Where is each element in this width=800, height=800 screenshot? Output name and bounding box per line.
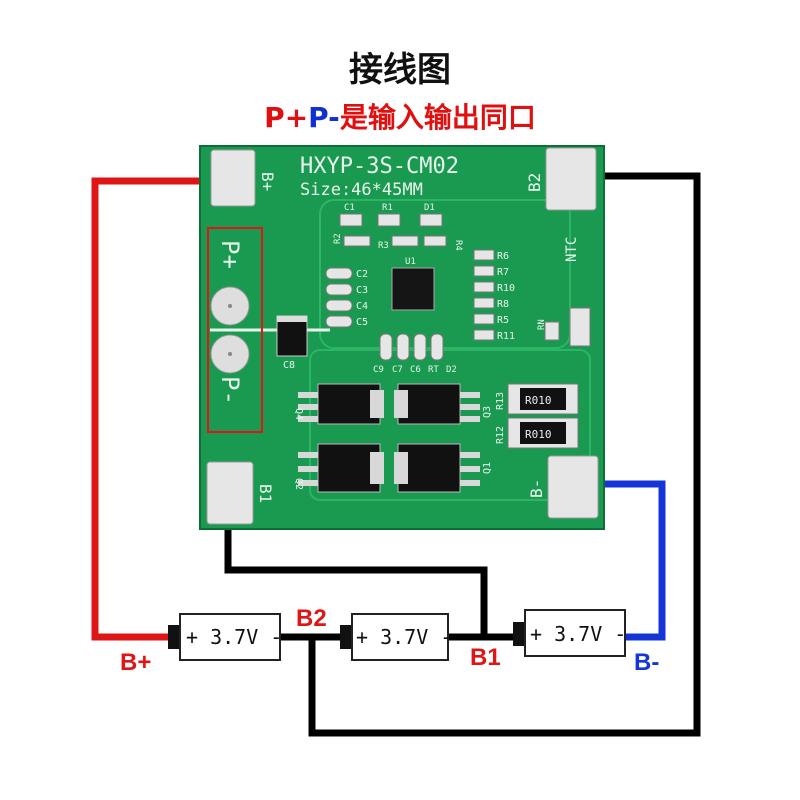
battery-cell-1: + 3.7V -	[168, 613, 282, 661]
battery-cell-2: + 3.7V -	[340, 613, 452, 661]
label-q3: Q3	[482, 406, 493, 418]
mosfet-q3	[394, 383, 480, 425]
label-c4: C4	[356, 301, 368, 312]
label-rn: RN	[537, 319, 547, 330]
label-c6: RT	[428, 365, 439, 375]
label-r7: R7	[497, 267, 509, 278]
label-r1: R1	[382, 203, 393, 213]
label-r6: R6	[497, 251, 509, 262]
label-d1: D1	[424, 203, 435, 213]
label-ntc: NTC	[564, 237, 580, 262]
label-c9: C9	[373, 365, 384, 375]
pad-b1	[206, 461, 254, 525]
label-rt: D2	[446, 365, 457, 375]
label-q1: Q1	[482, 462, 493, 474]
label-r4: R4	[453, 240, 463, 251]
pad-label-b1: B1	[256, 484, 275, 503]
board-model: HXYP-3S-CM02	[300, 154, 459, 179]
pad-label-pplus: P+	[216, 240, 244, 269]
pad-bminus	[547, 455, 599, 519]
label-c3: C3	[356, 285, 368, 296]
cell-3-label: + 3.7V -	[530, 622, 626, 646]
label-r8: R8	[497, 299, 509, 310]
label-r10: R10	[497, 283, 515, 294]
wire-label-bminus: B-	[634, 649, 659, 676]
subtitle-rest: 是输入输出同口	[339, 101, 536, 134]
label-c7: C6	[410, 365, 421, 375]
p-terminal-box	[207, 227, 263, 433]
label-d2: C8	[283, 360, 295, 371]
label-r11: R11	[497, 331, 515, 342]
label-r2: R2	[333, 233, 343, 244]
resistor-r12: R010	[507, 417, 579, 449]
label-r3: R3	[378, 241, 389, 251]
mosfet-q2	[298, 443, 384, 493]
label-r010-b: R010	[525, 428, 552, 441]
wire-bminus	[580, 480, 666, 641]
label-r5: R5	[497, 315, 509, 326]
mosfet-q4	[298, 383, 384, 425]
resistor-r13: R010	[507, 383, 579, 415]
pad-label-bminus: B-	[527, 479, 546, 498]
board-size: Size:46*45MM	[300, 180, 423, 200]
label-u1: U1	[405, 257, 416, 267]
subtitle-pminus: P-	[308, 101, 340, 134]
wire-label-b2: B2	[296, 605, 327, 632]
battery-cell-3: + 3.7V -	[513, 609, 626, 657]
label-c8: C7	[392, 365, 403, 375]
bms-board: B+ B2 B1 B- HXYP-3S-CM02 Size:46*45MM P+…	[199, 145, 605, 530]
page-title: 接线图	[349, 50, 451, 90]
ntc-pads	[569, 307, 591, 347]
pad-b2	[545, 147, 597, 211]
pad-bplus	[210, 149, 256, 207]
label-c2: C2	[356, 269, 368, 280]
pad-label-bplus: B+	[258, 172, 277, 191]
ic-u1	[391, 267, 435, 311]
cell-1-label: + 3.7V -	[186, 625, 282, 649]
subtitle: P+P-是输入输出同口	[0, 96, 800, 136]
label-q4: Q4	[293, 408, 304, 420]
label-r010-a: R010	[525, 394, 552, 407]
diode-d2	[276, 315, 308, 357]
mosfet-q1	[394, 443, 480, 493]
label-c5: C5	[356, 317, 368, 328]
pad-label-b2: B2	[525, 173, 544, 192]
label-r13: R13	[495, 392, 506, 410]
cell-2-label: + 3.7V -	[356, 625, 452, 649]
label-q2: Q2	[293, 478, 304, 490]
label-r12: R12	[495, 426, 506, 444]
pad-label-pminus: P-	[216, 376, 244, 405]
subtitle-pplus: P+	[264, 101, 309, 134]
wire-label-b1: B1	[470, 644, 501, 671]
wire-bplus	[91, 177, 232, 641]
label-c1: C1	[344, 203, 355, 213]
wire-label-bplus: B+	[120, 649, 151, 676]
